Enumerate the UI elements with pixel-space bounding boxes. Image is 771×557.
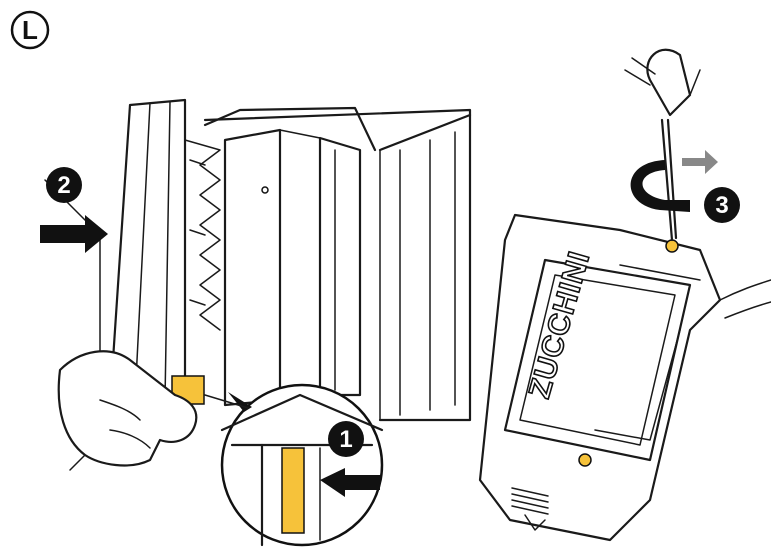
step-2-number: 2 — [57, 172, 70, 199]
step-3-number: 3 — [715, 192, 728, 219]
detail-magnifier — [205, 385, 382, 545]
screw — [666, 240, 678, 252]
cable — [720, 280, 771, 300]
step-1-number: 1 — [339, 426, 352, 453]
panel-letter-badge: L — [12, 12, 48, 48]
side-panel — [225, 130, 280, 405]
step-1: 1 — [328, 421, 364, 457]
panel-letter: L — [22, 15, 38, 45]
push-arrow-icon — [40, 215, 108, 253]
screw-lower — [579, 454, 591, 466]
step-3: 3 — [704, 187, 740, 223]
shelf-supports — [185, 140, 220, 330]
detail-highlighted-clip — [282, 448, 304, 533]
rotate-arrow-icon — [631, 160, 690, 212]
right-illustration: ZUCCHINI — [480, 50, 771, 540]
